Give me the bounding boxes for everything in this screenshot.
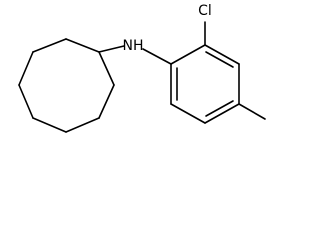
cyclooctane-ring (18, 38, 115, 133)
aromatic-bond (170, 44, 206, 65)
aromatic-bond (170, 103, 206, 124)
ring-bond (18, 84, 34, 119)
ring-bond (98, 51, 115, 86)
aromatic-double-bond (205, 51, 234, 68)
ring-bond (32, 38, 67, 53)
ring-bond (18, 51, 34, 86)
benzene-ring (170, 44, 240, 124)
ring-bond (65, 38, 100, 53)
aromatic-bond (204, 44, 240, 65)
nh-label: NH (123, 38, 144, 54)
chlorine-label: Cl (198, 3, 212, 19)
chemical-structure: NH Cl (18, 3, 266, 133)
ring-bond (65, 117, 100, 133)
aromatic-double-bond (205, 100, 234, 117)
ring-bond (98, 84, 115, 119)
nh-to-aryl-bond (142, 48, 172, 65)
ring-bond (32, 117, 67, 133)
ring-to-nh-bond (98, 45, 125, 53)
aromatic-bond (204, 103, 240, 124)
methyl-bond (238, 103, 266, 120)
